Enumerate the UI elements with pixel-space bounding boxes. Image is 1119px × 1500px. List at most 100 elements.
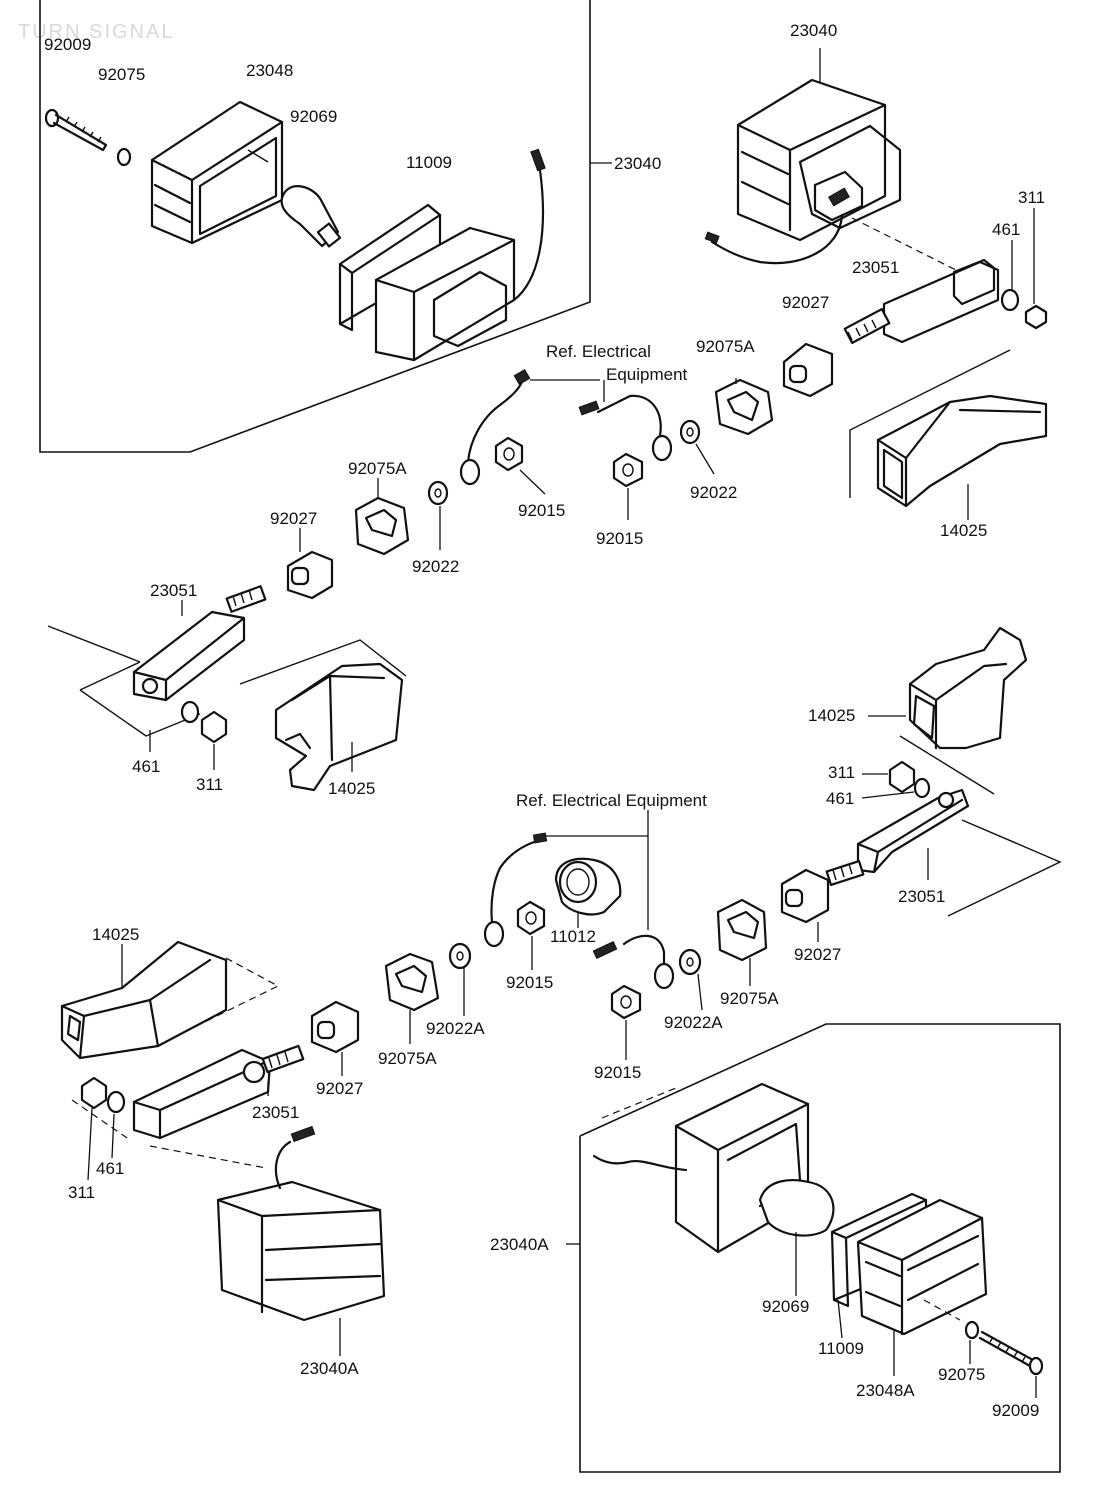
label-14025-a: 14025 <box>940 521 987 540</box>
center-lower-electrical <box>310 810 830 1076</box>
assembly-box-frame-lower <box>579 1023 1061 1473</box>
label-92027-a: 92027 <box>782 293 829 312</box>
boot-part-14025-top <box>876 394 1048 508</box>
label-11009-b: 11009 <box>818 1339 864 1358</box>
label-92022A-a: 92022A <box>426 1019 485 1038</box>
label-311-b: 311 <box>196 775 223 794</box>
left-middle-bracket-group <box>47 585 407 792</box>
label-92009-b: 92009 <box>992 1401 1039 1420</box>
label-92015-b: 92015 <box>596 529 643 548</box>
label-23048A: 23048A <box>856 1381 915 1400</box>
nut-part-311-top <box>1024 304 1048 330</box>
label-92027-c: 92027 <box>794 945 841 964</box>
nut-part-311-lower-left <box>80 1076 108 1110</box>
terminal-ring-right <box>651 434 673 462</box>
center-upper-electrical <box>286 368 774 600</box>
label-92022-a: 92022 <box>690 483 737 502</box>
label-311-c: 311 <box>828 763 855 782</box>
label-23040-box: 23040 <box>614 154 661 173</box>
socket-part-11012 <box>554 857 622 916</box>
washer-part-92022A-right <box>678 948 702 976</box>
label-ref-electrical-a-line1: Ref. Electrical <box>546 342 651 361</box>
label-92075-b: 92075 <box>938 1365 985 1384</box>
screw-part-92009 <box>44 108 108 152</box>
front-left-turn-signal-assembly <box>39 0 612 453</box>
label-ref-electrical-b: Ref. Electrical Equipment <box>516 791 707 810</box>
bracket-part-23051-right <box>825 788 970 887</box>
nut-part-92015-b <box>612 452 644 488</box>
label-11012: 11012 <box>550 927 596 946</box>
label-461-b: 461 <box>132 757 160 776</box>
grommet-part-92075A-upper-left <box>354 496 410 556</box>
lower-left-assembly <box>60 940 386 1356</box>
label-23051-c: 23051 <box>898 887 945 906</box>
nut-part-92015-a <box>494 436 524 472</box>
terminal-ring-left <box>459 458 481 486</box>
label-14025-c: 14025 <box>808 706 855 725</box>
lens-part-23048 <box>150 100 284 245</box>
bracket-part-23051-lower-left <box>132 1044 305 1140</box>
part-labels: 92009 92075 23048 92069 11009 23040 2304… <box>44 21 1045 1420</box>
washer-part-461-right <box>913 777 931 799</box>
watermark-text: TURN SIGNAL <box>18 21 174 43</box>
washer-part-461-lower-left <box>106 1090 126 1114</box>
label-92022-b: 92022 <box>412 557 459 576</box>
label-23040-top: 23040 <box>790 21 837 40</box>
label-461-d: 461 <box>96 1159 124 1178</box>
label-311-a: 311 <box>1018 188 1045 207</box>
label-92075A-d: 92075A <box>720 989 779 1008</box>
grommet-part-92075A-lower-right <box>716 898 768 962</box>
washer-part-92075-lower <box>964 1320 980 1340</box>
terminal-ring-lower-left <box>483 920 505 948</box>
label-23051-a: 23051 <box>852 258 899 277</box>
label-461-c: 461 <box>826 789 854 808</box>
label-92027-b: 92027 <box>270 509 317 528</box>
grommet-part-92027-top <box>782 342 834 398</box>
boot-part-14025-left <box>274 662 404 792</box>
label-92022A-b: 92022A <box>664 1013 723 1032</box>
label-ref-electrical-a-line2: Equipment <box>606 365 688 384</box>
label-92075: 92075 <box>98 65 145 84</box>
label-92015-c: 92015 <box>506 973 553 992</box>
boot-part-14025-lower-left <box>60 940 228 1060</box>
label-23051-b: 23051 <box>150 581 197 600</box>
assembly-box-frame <box>39 0 591 453</box>
label-92075A-c: 92075A <box>378 1049 437 1068</box>
label-92069: 92069 <box>290 107 337 126</box>
label-461-a: 461 <box>992 220 1020 239</box>
washer-part-92022-right <box>679 419 701 445</box>
washer-part-92075 <box>116 147 132 167</box>
label-23040A-box: 23040A <box>490 1235 549 1254</box>
bulb-part-92069-lower <box>758 1179 835 1237</box>
label-311-d: 311 <box>68 1183 95 1202</box>
label-14025-d: 14025 <box>92 925 139 944</box>
label-14025-b: 14025 <box>328 779 375 798</box>
right-middle-bracket-group <box>825 626 1062 917</box>
label-92009: 92009 <box>44 35 91 54</box>
washer-part-461-left <box>180 700 200 724</box>
nut-part-311-right <box>888 760 916 794</box>
label-23051-d: 23051 <box>252 1103 299 1122</box>
washer-part-92022-left <box>427 480 449 506</box>
lens-part-23048A <box>856 1198 988 1336</box>
label-92015-a: 92015 <box>518 501 565 520</box>
screw-part-92009-lower <box>978 1330 1044 1376</box>
grommet-part-92027-right-lower <box>780 868 830 924</box>
label-92075A-a: 92075A <box>696 337 755 356</box>
label-23048: 23048 <box>246 61 293 80</box>
bracket-part-23051-top <box>843 258 1000 345</box>
grommet-part-92075A-lower-left <box>384 952 440 1012</box>
label-11009: 11009 <box>406 153 452 172</box>
housing-part-23040 <box>374 148 546 362</box>
washer-part-92022A-left <box>448 942 472 970</box>
nut-part-92015-c <box>516 900 546 936</box>
bulb-part-92069 <box>280 185 342 248</box>
terminal-ring-lower-right <box>653 962 675 990</box>
grommet-part-92027-left <box>286 550 334 600</box>
label-92075A-b: 92075A <box>348 459 407 478</box>
front-right-turn-signal <box>704 48 1048 520</box>
grommet-part-92027-left-lower <box>310 1000 360 1054</box>
nut-part-311-left <box>200 710 228 744</box>
label-92027-d: 92027 <box>316 1079 363 1098</box>
